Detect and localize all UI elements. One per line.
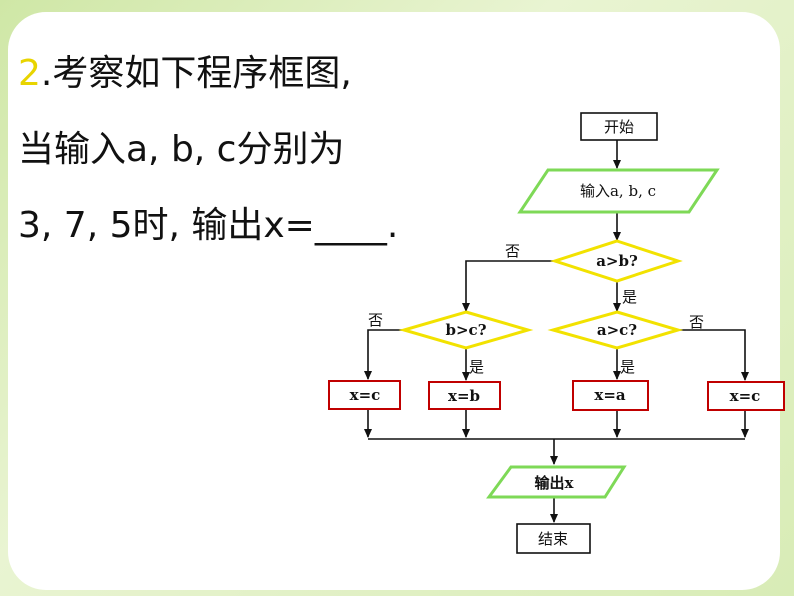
question-line-2: 当输入a, b, c分别为 [18,129,345,170]
assign-xc-left-label: x=c [350,386,381,404]
ab-no-label: 否 [505,242,520,260]
cond-ab-label: a>b? [596,252,638,270]
output-parallelogram [486,465,627,499]
cond-bc-label: b>c? [446,321,487,339]
cond-ac-diamond [547,310,684,350]
ac-no-label: 否 [689,313,704,331]
slide-panel [8,12,780,590]
assign-xb-label: x=b [448,387,480,405]
input-label: 输入a, b, c [580,182,656,200]
question-text: 2.考察如下程序框图, 当输入a, b, c分别为 3, 7, 5时, 输出x=… [18,36,398,264]
flowchart-connectors [364,140,749,523]
assign-xa-label: x=a [594,386,626,404]
start-box [580,112,658,141]
question-line-1-text: .考察如下程序框图, [40,53,352,94]
ab-yes-label: 是 [622,288,637,306]
question-number: 2 [18,53,41,94]
assign-xc-right-label: x=c [730,387,761,405]
cond-ac-label: a>c? [597,321,637,339]
cond-ab-diamond [550,239,683,283]
assign-xc-left-box [328,380,401,410]
assign-xc-right-box [707,381,785,411]
question-line-3: 3, 7, 5时, 输出x=____. [18,205,399,246]
bc-yes-label: 是 [469,358,484,376]
assign-xb-box [428,381,501,410]
bc-no-label: 否 [368,311,383,329]
output-label: 输出x [535,474,575,492]
input-parallelogram [517,168,720,214]
question-line-1: 2.考察如下程序框图, [18,36,398,112]
ac-yes-label: 是 [620,358,635,376]
arrow-bc-no [364,329,403,380]
arrow-ab-no [462,260,553,312]
end-box [516,523,591,554]
start-label: 开始 [604,118,634,136]
assign-xa-box [572,380,649,411]
end-label: 结束 [538,530,568,548]
arrow-ac-no [678,329,749,381]
cond-bc-diamond [398,310,534,350]
